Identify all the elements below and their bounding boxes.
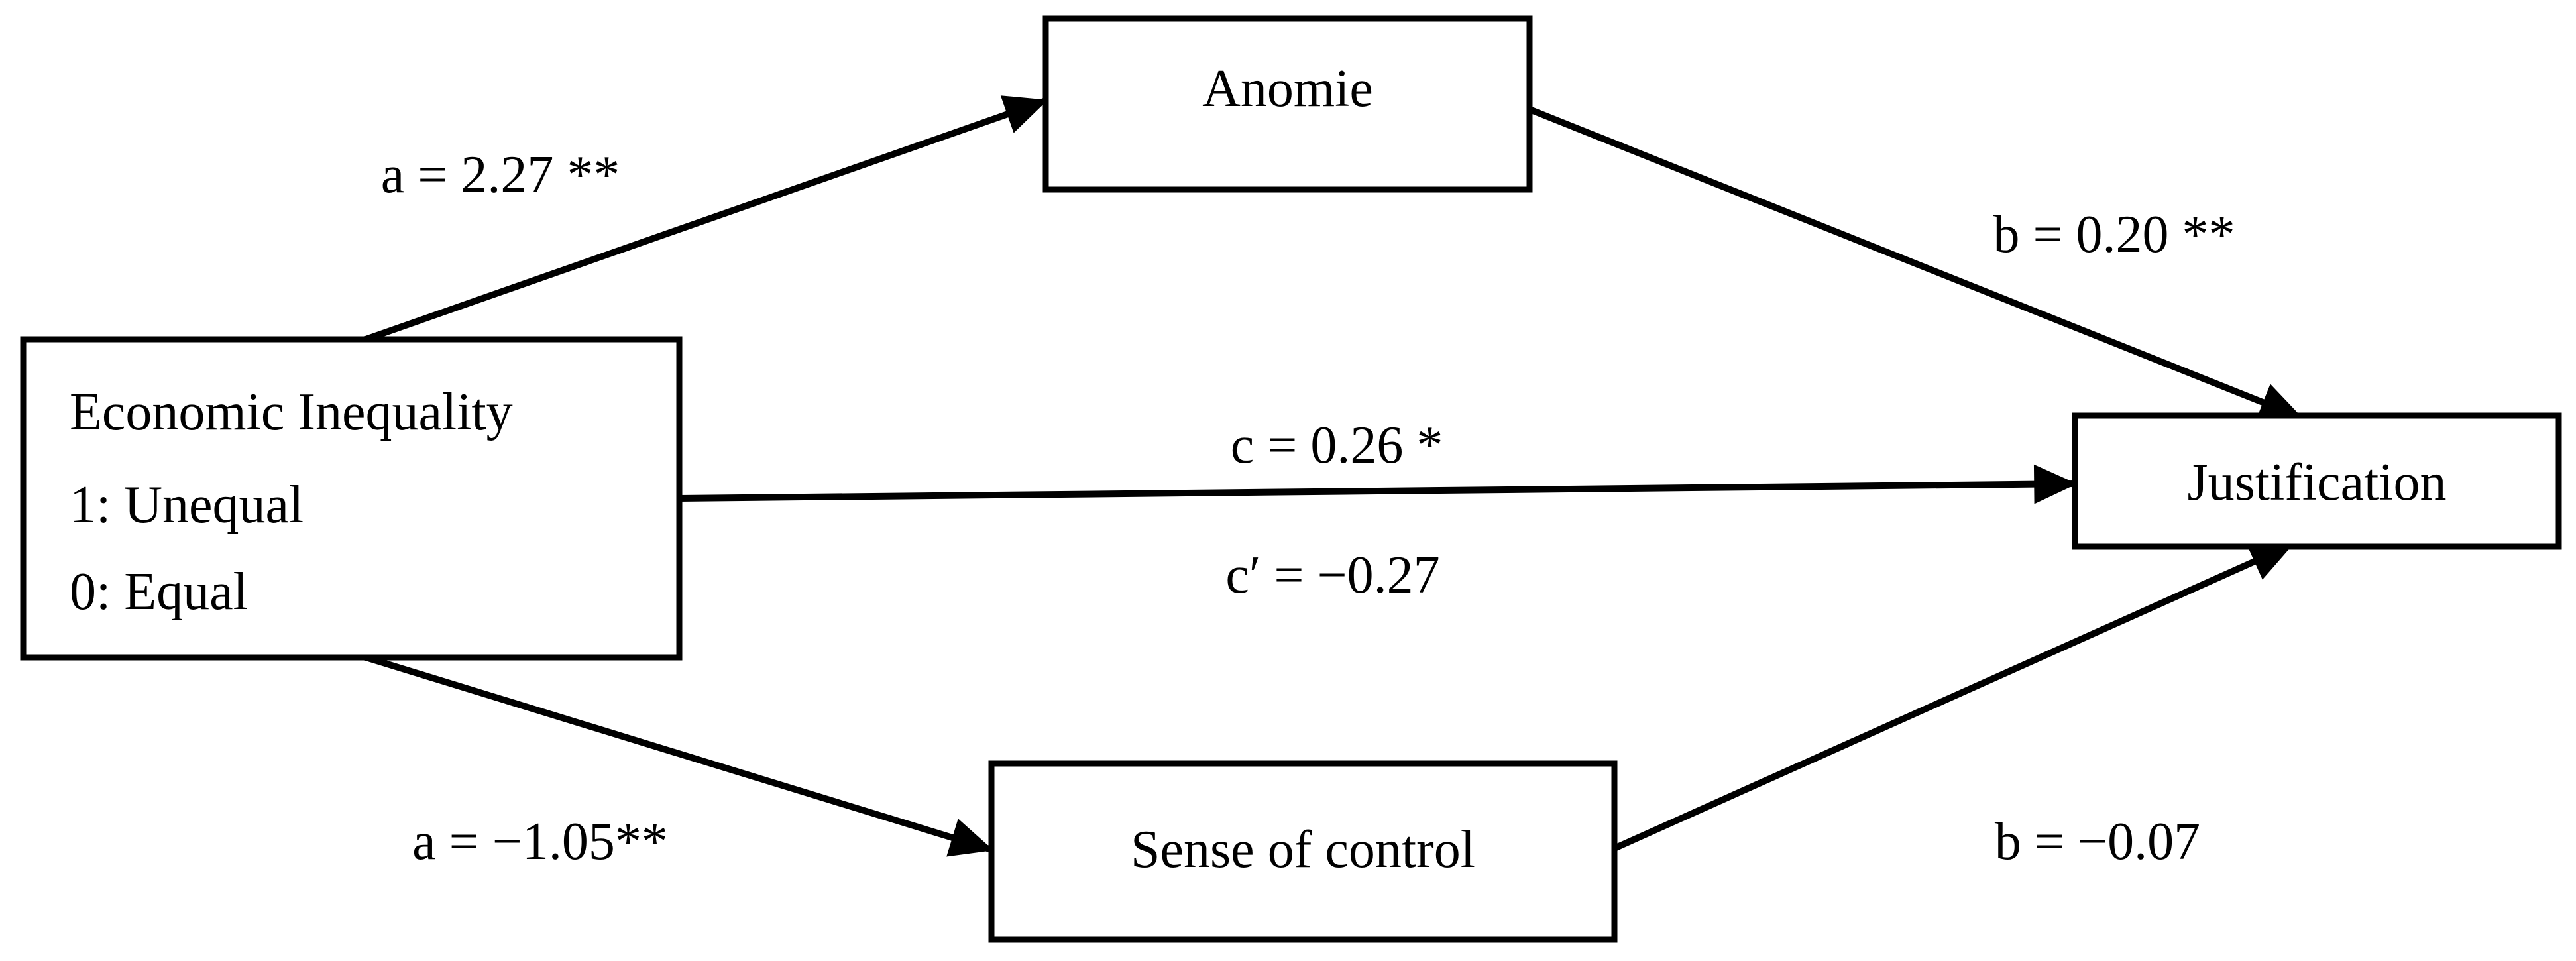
justification-label: Justification: [2187, 453, 2446, 512]
economic-inequality-box: [20, 336, 683, 661]
arrow-ei-to-anomie: [364, 95, 1048, 343]
economic-inequality-level-0: 0: Equal: [70, 563, 248, 621]
economic-inequality-title: Economic Inequality: [70, 383, 513, 441]
arrow-ei-to-sense-of-control: [364, 654, 994, 857]
coef-b-sense-of-control: b = −0.07: [1995, 813, 2200, 871]
economic-inequality-level-1: 1: Unequal: [70, 476, 304, 534]
sense-of-control-label: Sense of control: [1131, 820, 1475, 879]
arrow-anomie-to-justification: [1528, 106, 2304, 421]
path-coefficient-labels: a = 2.27 ** b = 0.20 ** c = 0.26 * c′ = …: [381, 146, 2235, 871]
coef-a-anomie: a = 2.27 **: [381, 146, 620, 204]
sense-of-control-box: [988, 760, 1618, 943]
coef-a-sense-of-control: a = −1.05**: [412, 813, 668, 871]
anomie-box: [1042, 15, 1533, 193]
path-arrows: [364, 95, 2304, 857]
arrow-sense-of-control-to-justification: [1612, 541, 2294, 852]
anomie-label: Anomie: [1202, 60, 1373, 118]
coef-c-total: c = 0.26 *: [1231, 416, 1443, 475]
justification-box: [2072, 412, 2562, 550]
diagram-boxes: Economic Inequality 1: Unequal 0: Equal …: [20, 15, 2562, 943]
coef-c-prime-direct: c′ = −0.27: [1225, 546, 1439, 604]
arrow-ei-to-justification: [679, 464, 2078, 504]
coef-b-anomie: b = 0.20 **: [1993, 205, 2235, 264]
